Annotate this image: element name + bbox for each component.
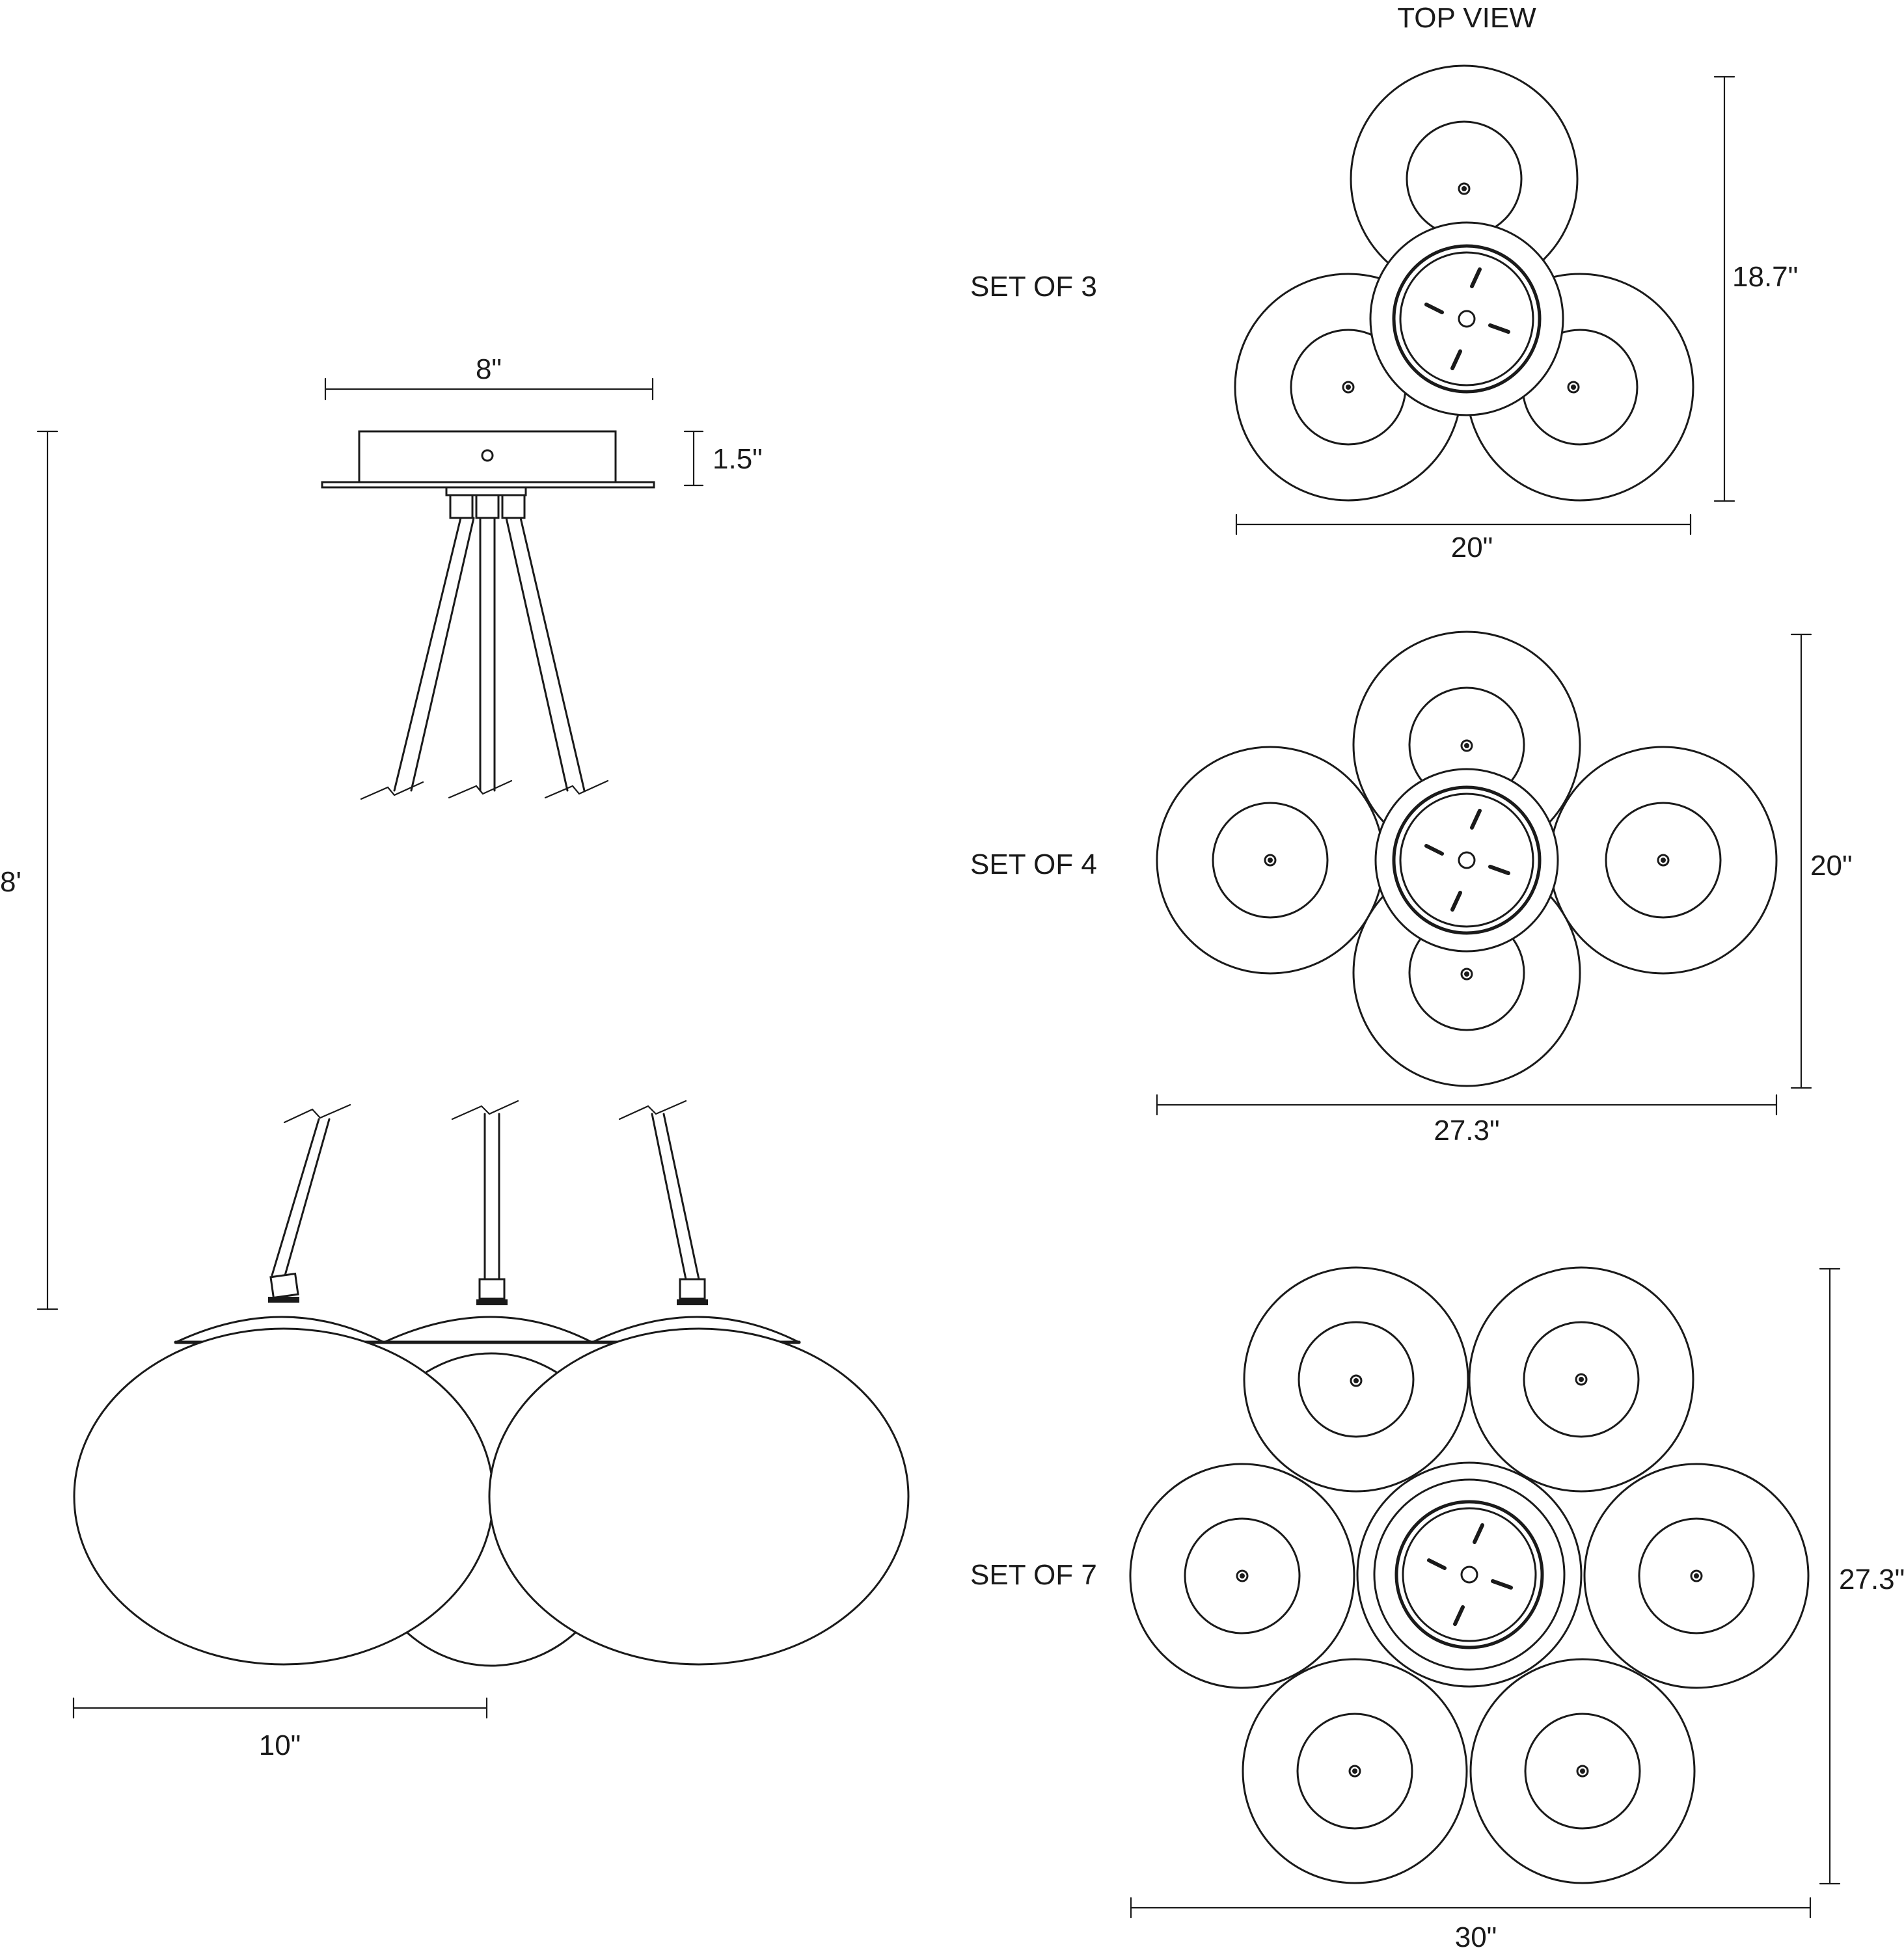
set-of-7-label: SET OF 7 <box>970 1559 1097 1591</box>
canopy-height-dimension: 1.5" <box>683 430 763 487</box>
set-of-3-height-label: 18.7" <box>1732 261 1798 293</box>
top-view-set-of-3: SET OF 3 20" <box>970 64 1798 563</box>
set-of-4-width-label: 27.3" <box>1434 1115 1499 1146</box>
canopy-assembly <box>321 430 655 800</box>
set-of-3-width-label: 20" <box>1451 532 1493 563</box>
overall-drop-dimension: 8' <box>0 430 59 1310</box>
top-view-set-of-4: SET OF 4 27.3" <box>970 630 1853 1146</box>
set-of-7-width-dimension: 30" <box>1130 1897 1812 1952</box>
set-of-3-height-dimension: 18.7" <box>1713 75 1798 502</box>
set-of-7-height-label: 27.3" <box>1839 1564 1904 1595</box>
set-of-4-width-dimension: 27.3" <box>1156 1094 1778 1146</box>
canopy-width-dimension: 8" <box>324 353 654 401</box>
top-view-title: TOP VIEW <box>1397 2 1536 34</box>
set-of-4-height-dimension: 20" <box>1790 633 1853 1089</box>
set-of-3-canopy <box>1369 221 1564 416</box>
top-view-set-of-7: SET OF 7 <box>970 1266 1904 1952</box>
canopy-height-label: 1.5" <box>713 443 763 475</box>
set-of-7-canopy <box>1356 1461 1583 1688</box>
set-of-4-height-label: 20" <box>1810 850 1853 882</box>
globe-diameter-dimension: 10" <box>72 1697 488 1761</box>
set-of-3-label: SET OF 3 <box>970 271 1097 303</box>
set-of-4-label: SET OF 4 <box>970 848 1097 880</box>
globe-cluster <box>73 1100 910 1667</box>
set-of-4-canopy <box>1374 768 1559 953</box>
globe-diameter-label: 10" <box>259 1729 301 1761</box>
canopy-width-label: 8" <box>476 353 502 385</box>
set-of-7-width-label: 30" <box>1455 1921 1497 1952</box>
set-of-7-height-dimension: 27.3" <box>1819 1267 1904 1885</box>
set-of-3-width-dimension: 20" <box>1235 513 1692 563</box>
overall-drop-label: 8' <box>0 866 21 898</box>
set-of-7-globes <box>1129 1266 1810 1884</box>
